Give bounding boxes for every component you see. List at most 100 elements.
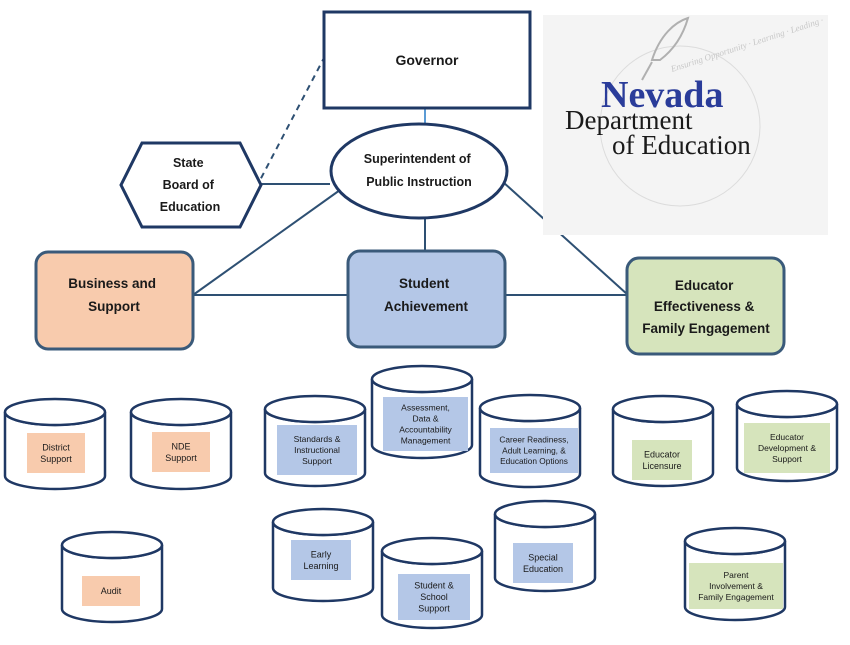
svg-text:Superintendent of Public: Superintendent of Public Instruction [364, 152, 474, 189]
svg-text:State Board of Edu: State Board of Education [160, 156, 220, 214]
connector-lines [192, 55, 629, 296]
state-board-line-2: Board of [163, 178, 215, 192]
office-label-line: Accountability [399, 424, 452, 434]
student-line-2: Achievement [384, 299, 469, 314]
logo-department: Department [565, 105, 693, 135]
cylinder-top [60, 530, 164, 560]
cylinder-top [735, 389, 839, 419]
office-label-box [513, 543, 573, 583]
cylinder-top [493, 499, 597, 529]
cylinder-top [611, 394, 715, 424]
office-label-line: Student & [414, 581, 454, 591]
office-label-line: Involvement & [709, 581, 763, 591]
governor-box: Governor [322, 10, 532, 110]
office-label-box [689, 563, 783, 609]
business-line-2: Support [88, 299, 140, 314]
cylinder-top [129, 397, 233, 427]
office-label-line: Instructional [294, 445, 340, 455]
office-label-line: Support [418, 604, 450, 614]
division-educator-effectiveness: Educator Effectiveness & Family Engageme… [625, 256, 786, 356]
office-label-box [632, 440, 692, 480]
office-label-line: Educator [770, 432, 804, 442]
office-label-box [744, 423, 830, 473]
student-line-1: Student [399, 276, 450, 291]
office-label-line: Support [302, 456, 332, 466]
office-label-text: NDE Support [165, 441, 197, 463]
office-label-line: District [42, 442, 70, 452]
division-student-achievement: Student Achievement [346, 249, 507, 349]
office-label-text: Career Readiness,Adult Learning, &Educat… [499, 435, 568, 467]
svg-text:Business and Support: Business and Support [68, 276, 160, 314]
office-label-box [152, 432, 210, 472]
office-label-line: Development & [758, 443, 816, 453]
office-label-box [27, 433, 85, 473]
office-label-line: Family Engagement [698, 592, 774, 602]
cylinder-top [263, 394, 367, 424]
logo-nevada: Nevada [601, 74, 723, 116]
educator-line-2: Effectiveness & [654, 299, 755, 314]
svg-text:Student Achievement: Student Achievement [384, 276, 469, 314]
office-label-box [277, 425, 357, 475]
cylinder-top [370, 364, 474, 394]
office-label-line: Data & [413, 413, 439, 423]
superintendent-line-2: Public Instruction [366, 175, 472, 189]
office-label-box [82, 576, 140, 606]
office-label-line: Special [528, 552, 558, 562]
office-label-box [490, 428, 578, 473]
cylinder-top [380, 536, 484, 566]
state-board-line-3: Education [160, 200, 220, 214]
business-line-1: Business and [68, 276, 156, 291]
office-label-line: Management [401, 435, 451, 445]
office-label-box [291, 540, 351, 580]
office-nde-support: NDE Support [129, 397, 233, 491]
cylinder-top [3, 397, 107, 427]
office-career: Career Readiness,Adult Learning, &Educat… [478, 393, 582, 489]
office-audit: Audit [60, 530, 164, 624]
governor-label: Governor [395, 52, 459, 68]
office-label-line: Support [165, 453, 197, 463]
office-label-line: Licensure [642, 461, 681, 471]
feather-icon [641, 16, 690, 81]
office-label-line: Assessment, [401, 402, 450, 412]
state-board-hexagon: State Board of Education [119, 141, 263, 229]
logo-of-education: of Education [612, 130, 751, 160]
office-label-line: Standards & [294, 434, 341, 444]
cylinder-top [683, 526, 787, 556]
state-board-line-1: State [173, 156, 204, 170]
office-label-line: NDE [171, 441, 190, 451]
office-label-line: Education Options [500, 456, 568, 466]
connector-governor-board-dashed [257, 55, 326, 185]
connector-superintendent-business [192, 189, 341, 296]
office-label-line: Adult Learning, & [502, 445, 566, 455]
nevada-doe-logo: Ensuring Opportunity · Learning · Leadin… [543, 15, 828, 235]
office-label-line: Audit [101, 586, 122, 596]
division-business-support: Business and Support [34, 250, 195, 351]
office-label-line: Early [311, 549, 332, 559]
office-label-line: Career Readiness, [499, 435, 568, 445]
educator-line-1: Educator [675, 278, 734, 293]
office-label-line: Support [772, 454, 802, 464]
office-label-line: Learning [303, 561, 338, 571]
cylinder-top [478, 393, 582, 423]
office-label-box [383, 397, 468, 451]
connector-superintendent-educator [502, 181, 629, 296]
office-label-line: Educator [644, 449, 680, 459]
office-label-line: Education [523, 564, 563, 574]
office-label-box [398, 574, 470, 620]
